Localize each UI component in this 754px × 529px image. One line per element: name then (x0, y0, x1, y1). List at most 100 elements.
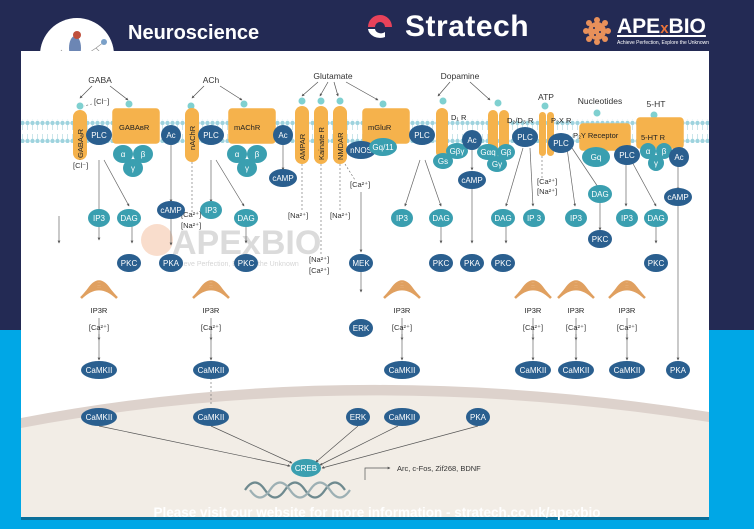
svg-text:DAG: DAG (591, 190, 608, 199)
label-ip3r: IP3R (394, 306, 411, 315)
svg-text:DAG: DAG (237, 214, 254, 223)
svg-text:Gβ: Gβ (501, 148, 512, 157)
node-camkii-nuclear-2: CaMKII (193, 408, 229, 426)
svg-text:PLC: PLC (414, 131, 430, 140)
svg-text:PKA: PKA (163, 259, 180, 268)
svg-text:PKA: PKA (464, 259, 481, 268)
node-pka-d1: PKA (460, 254, 484, 272)
pathway-panel: APExBIO Achieve Perfection, Explore the … (21, 51, 709, 517)
label-ca: [Ca²⁺] (201, 323, 221, 332)
svg-text:β: β (255, 150, 260, 159)
receptor-d2: D₂/D₃ R (507, 116, 534, 125)
svg-text:PKC: PKC (592, 235, 609, 244)
svg-text:DAG: DAG (494, 214, 511, 223)
label-ca: [Ca²⁺] (392, 323, 412, 332)
node-ac-gabab: Ac (161, 125, 181, 145)
svg-text:PKC: PKC (238, 259, 255, 268)
node-pka-5ht: PKA (666, 361, 690, 379)
svg-text:α: α (235, 150, 240, 159)
er-ip3r-gabab: IP3R[Ca²⁺] (80, 280, 118, 361)
svg-text:Gq/11: Gq/11 (372, 143, 394, 152)
node-gaq-d2: Gαq (477, 144, 499, 160)
svg-text:CaMKII: CaMKII (614, 366, 641, 375)
stratech-logo: Stratech (365, 10, 529, 44)
receptor-ampar: AMPAR (298, 133, 307, 160)
node-gq11: Gq/11 (369, 138, 397, 156)
ion-na-nmdar: [Na²⁺] (330, 211, 350, 220)
receptor-gabab: GABAʙR (119, 123, 150, 132)
ion-na-nachr: [Na²⁺] (181, 221, 201, 230)
svg-text:Ac: Ac (467, 136, 476, 145)
footer-text: Please visit our website for more inform… (153, 505, 601, 520)
node-erk: ERK (349, 319, 373, 337)
svg-text:cAMP: cAMP (272, 174, 293, 183)
page-title: Neuroscience (128, 22, 260, 44)
node-ip3-p2y: IP3 (565, 209, 587, 227)
svg-text:Ac: Ac (278, 131, 287, 140)
label-ca: [Ca²⁺] (617, 323, 637, 332)
node-dag-p2y: DAG (588, 185, 612, 203)
er-ip3r-machr: IP3R[Ca²⁺] (192, 280, 230, 361)
svg-text:PKC: PKC (495, 259, 512, 268)
node-ip3-d2: IP 3 (523, 209, 545, 227)
receptor-5ht: 5-HT R (641, 133, 666, 142)
receptor-mglur: mGluR (368, 123, 392, 132)
neuroscience-pathway-diagram: APExBIO Achieve Perfection, Explore the … (21, 71, 709, 517)
svg-text:Gq: Gq (591, 153, 602, 162)
svg-text:IP3: IP3 (396, 214, 409, 223)
label-ca: [Ca²⁺] (89, 323, 109, 332)
ion-ca-nachr: [Ca²⁺] (181, 210, 201, 219)
svg-text:CaMKII: CaMKII (86, 413, 113, 422)
node-pkc-d2: PKC (491, 254, 515, 272)
node-dag-gabab: DAG (117, 209, 141, 227)
er-ip3r-d2: IP3R[Ca²⁺] (514, 280, 552, 361)
svg-text:CaMKII: CaMKII (520, 366, 547, 375)
label-ca: [Ca²⁺] (523, 323, 543, 332)
dna-helix-icon (244, 481, 351, 499)
svg-text:α: α (121, 150, 126, 159)
node-camkii-mglur: CaMKII (384, 361, 420, 379)
node-pkc-gabab: PKC (117, 254, 141, 272)
node-dag-mglur: DAG (429, 209, 453, 227)
svg-text:cAMP: cAMP (160, 206, 181, 215)
node-camp-d1: cAMP (458, 171, 486, 189)
node-gb-d2: Gβ (497, 144, 515, 160)
label-ip3r: IP3R (568, 306, 585, 315)
svg-text:Ac: Ac (674, 153, 683, 162)
svg-text:IP3: IP3 (93, 214, 106, 223)
svg-text:nNOS: nNOS (350, 146, 372, 155)
node-plc-machr: PLC (198, 125, 224, 145)
node-camkii-nuclear-3: CaMKII (384, 408, 420, 426)
node-mek: MEK (349, 254, 373, 272)
node-beta-machr: β (247, 145, 267, 163)
node-alpha-5ht: α (640, 143, 656, 159)
node-pkc-machr: PKC (234, 254, 258, 272)
node-ip3-mglur: IP3 (391, 209, 413, 227)
target-genes: Arc, c-Fos, Zif268, BDNF (397, 464, 481, 473)
receptor-gabaa: GABAₐR (76, 128, 85, 158)
node-pkc-mglur: PKC (429, 254, 453, 272)
svg-text:CREB: CREB (295, 464, 317, 473)
ligand-glutamate: Glutamate (313, 71, 352, 81)
ligand-nucleotides: Nucleotides (578, 96, 622, 106)
svg-text:Gγ: Gγ (492, 160, 502, 169)
svg-text:CaMKII: CaMKII (198, 413, 225, 422)
svg-text:ERK: ERK (350, 413, 367, 422)
svg-text:Gαq: Gαq (480, 148, 495, 157)
receptor-nachr: nAChR (188, 125, 197, 150)
svg-text:γ: γ (131, 164, 135, 173)
node-erk-nuclear: ERK (346, 408, 370, 426)
svg-text:PLC: PLC (517, 133, 533, 142)
ion-na-kainate: [Na²⁺] (309, 255, 329, 264)
svg-text:CaMKII: CaMKII (563, 366, 590, 375)
node-beta-5ht: β (656, 143, 672, 159)
node-pkc-p2y: PKC (588, 230, 612, 248)
svg-text:ERK: ERK (353, 324, 370, 333)
svg-text:β: β (141, 150, 146, 159)
node-camp-5ht: cAMP (664, 188, 692, 206)
svg-text:PLC: PLC (91, 131, 107, 140)
svg-text:cAMP: cAMP (667, 193, 688, 202)
er-ip3r-p2y: IP3R[Ca²⁺] (557, 280, 595, 361)
node-camkii-5ht: CaMKII (609, 361, 645, 379)
node-ip3-5ht: IP3 (616, 209, 638, 227)
